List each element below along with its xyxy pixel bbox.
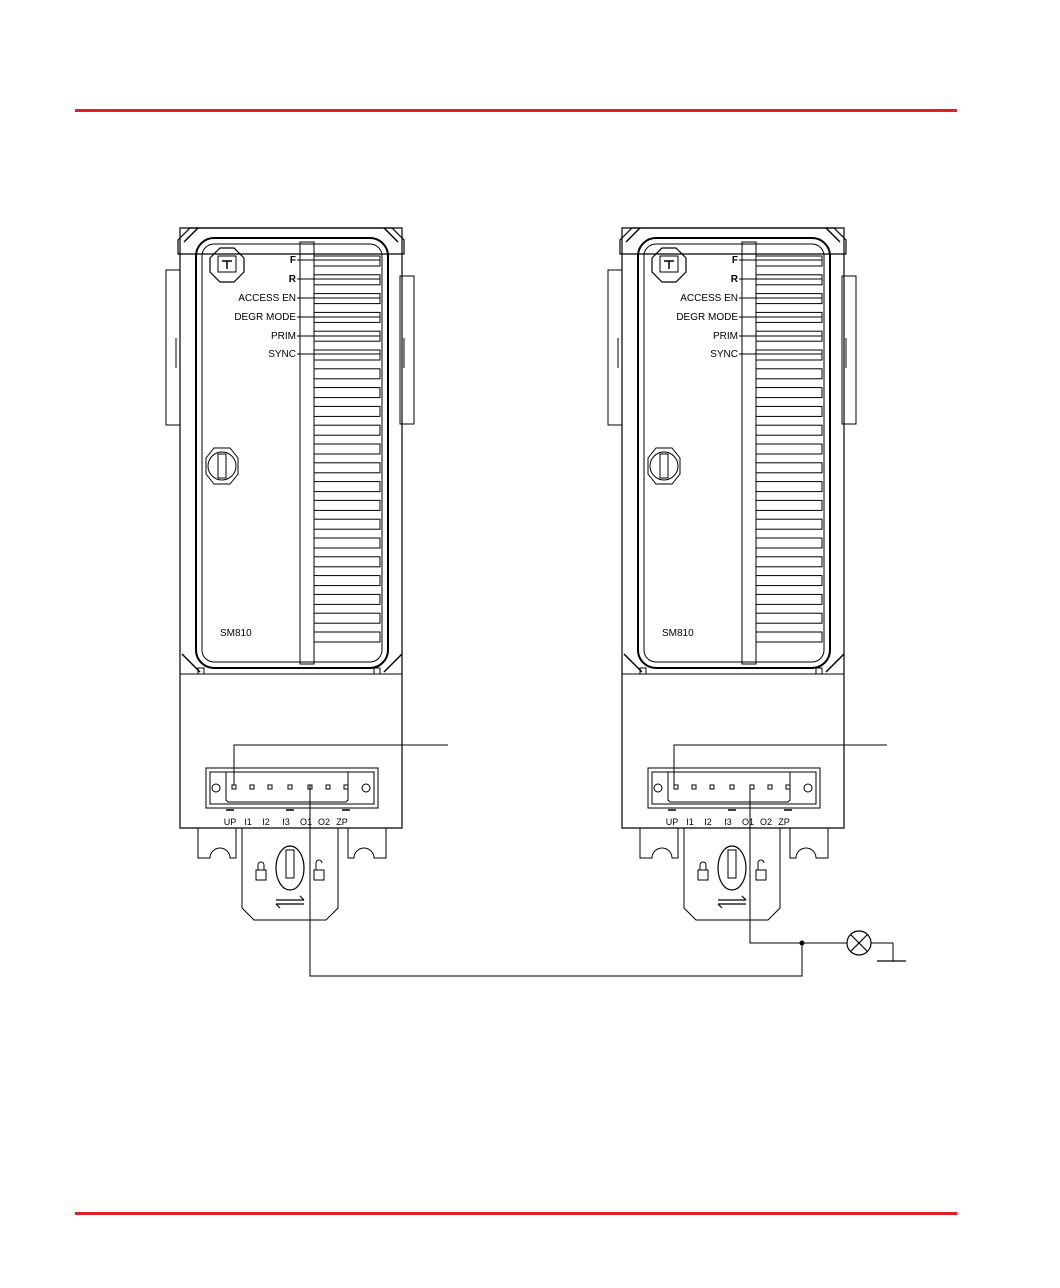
- led-label: R: [731, 274, 739, 285]
- model-label: SM810: [662, 628, 694, 639]
- terminal-pin: [730, 785, 734, 789]
- terminal-pin: [786, 785, 790, 789]
- terminal-label: I1: [244, 817, 252, 827]
- terminal-label: O1: [742, 817, 754, 827]
- terminal-label: UP: [666, 817, 679, 827]
- wire-right-o1: [750, 785, 847, 943]
- terminal-pin: [232, 785, 236, 789]
- terminal-label: O2: [318, 817, 330, 827]
- lock-closed-icon: [256, 870, 266, 880]
- led-label: PRIM: [713, 331, 738, 342]
- terminal-label: I1: [686, 817, 694, 827]
- wire-lamp-ground: [871, 943, 893, 961]
- led-label: ACCESS EN: [680, 293, 738, 304]
- tuv-logo-icon: [210, 248, 244, 282]
- vent-slots: [756, 256, 822, 642]
- led-label: F: [290, 255, 296, 266]
- terminal-pin: [674, 785, 678, 789]
- terminal-label: I3: [724, 817, 732, 827]
- lock-closed-icon: [698, 870, 708, 880]
- junction-dot: [800, 941, 805, 946]
- led-label: SYNC: [268, 349, 296, 360]
- terminal-pin: [750, 785, 754, 789]
- terminal-label: I3: [282, 817, 290, 827]
- led-label: DEGR MODE: [234, 312, 296, 323]
- terminal-pin: [326, 785, 330, 789]
- led-label: PRIM: [271, 331, 296, 342]
- key-switch-icon: [256, 846, 324, 908]
- terminal-pin: [288, 785, 292, 789]
- led-label: F: [732, 255, 738, 266]
- terminal-label: I2: [262, 817, 270, 827]
- key-switch-icon: [698, 846, 766, 908]
- vent-slots: [314, 256, 380, 642]
- lamp-icon: [847, 931, 871, 955]
- terminal-pin: [710, 785, 714, 789]
- callout-line-right: [674, 745, 887, 785]
- terminal-pin: [268, 785, 272, 789]
- terminal-pin: [768, 785, 772, 789]
- led-label: DEGR MODE: [676, 312, 738, 323]
- led-label: ACCESS EN: [238, 293, 296, 304]
- lock-open-icon: [314, 870, 324, 880]
- front-screw-icon: [648, 448, 680, 484]
- terminal-pin: [692, 785, 696, 789]
- wire-left-o1: [310, 785, 802, 976]
- led-label: SYNC: [710, 349, 738, 360]
- model-label: SM810: [220, 628, 252, 639]
- callout-line-left: [234, 745, 448, 785]
- lock-open-icon: [756, 870, 766, 880]
- tuv-logo-icon: [652, 248, 686, 282]
- terminal-label: UP: [224, 817, 237, 827]
- terminal-label: ZP: [778, 817, 790, 827]
- terminal-pin: [344, 785, 348, 789]
- terminal-label: I2: [704, 817, 712, 827]
- led-label: R: [289, 274, 297, 285]
- terminal-pin: [250, 785, 254, 789]
- terminal-label: ZP: [336, 817, 348, 827]
- front-screw-icon: [206, 448, 238, 484]
- terminal-label: O2: [760, 817, 772, 827]
- wiring: [234, 745, 893, 976]
